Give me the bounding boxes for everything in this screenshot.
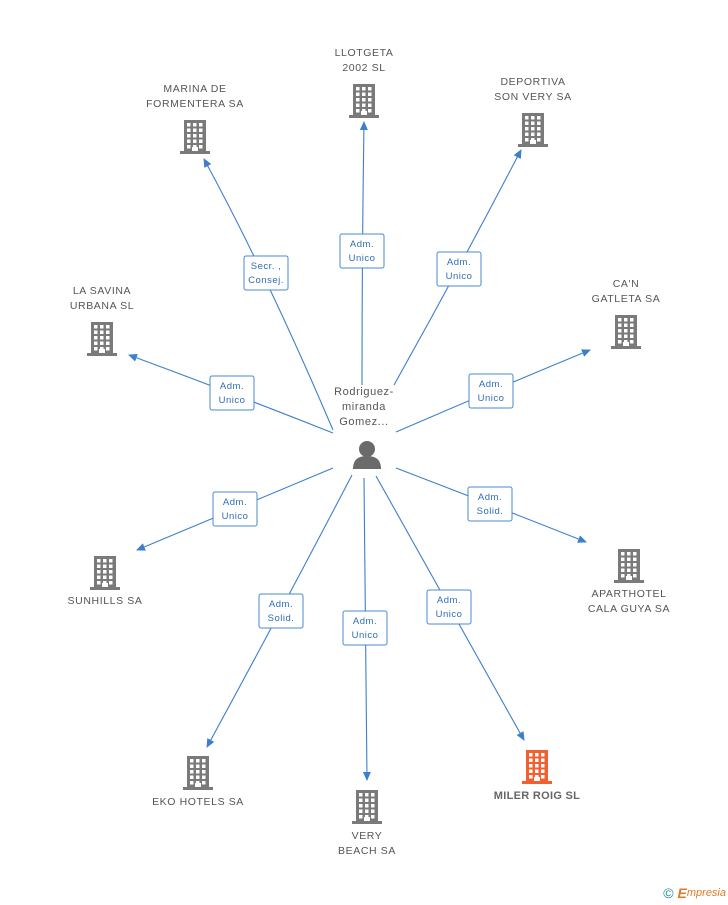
edge-llotgeta: Adm. Unico [339, 121, 385, 386]
brand-logo-initial: E [677, 885, 687, 901]
edge-miler: Adm. Unico [375, 475, 525, 741]
edge-label-box [342, 610, 388, 646]
edge-sunhills: Adm. Unico [136, 467, 334, 551]
edge-label-lasavina[interactable]: Adm. Unico [209, 375, 255, 411]
company-node-canGatleta[interactable]: CA'N GATLETA SA [592, 278, 661, 349]
edge-label-text: Adm. [220, 381, 244, 392]
edge-label-text: Unico [446, 271, 473, 282]
edge-canGatleta: Adm. Unico [395, 349, 591, 433]
edge-label-eko[interactable]: Adm. Solid. [258, 593, 304, 629]
edge-label-text: Unico [349, 253, 376, 264]
edge-label-llotgeta[interactable]: Adm. Unico [339, 233, 385, 269]
edge-label-very[interactable]: Adm. Unico [342, 610, 388, 646]
company-node-llotgeta[interactable]: LLOTGETA 2002 SL [335, 47, 394, 118]
building-icon [352, 790, 382, 824]
building-icon [349, 84, 379, 118]
edge-label-text: Adm. [479, 379, 503, 390]
edge-label-text: Adm. [437, 595, 461, 606]
edge-label-text: Adm. [447, 257, 471, 268]
company-node-miler[interactable]: MILER ROIG SL [494, 750, 580, 802]
company-label-very: VERY [352, 830, 383, 842]
copyright-icon: © [663, 885, 674, 901]
edge-very: Adm. Unico [342, 477, 388, 781]
company-label-miler: MILER ROIG SL [494, 790, 580, 802]
company-label-marina: MARINA DE [163, 83, 226, 95]
company-node-eko[interactable]: EKO HOTELS SA [152, 756, 244, 808]
edge-label-text: Unico [219, 395, 246, 406]
building-icon [611, 315, 641, 349]
edge-eko: Adm. Solid. [206, 474, 353, 748]
company-label-lasavina: URBANA SL [70, 300, 134, 312]
building-icon [180, 120, 210, 154]
building-icon [614, 549, 644, 583]
edge-label-miler[interactable]: Adm. Unico [426, 589, 472, 625]
edge-label-text: Adm. [478, 492, 502, 503]
company-node-very[interactable]: VERY BEACH SA [338, 790, 396, 857]
building-icon [522, 750, 552, 784]
edge-label-box [467, 486, 513, 522]
edge-label-box [426, 589, 472, 625]
edge-label-box [258, 593, 304, 629]
edge-label-text: Solid. [477, 506, 504, 517]
edge-label-text: Unico [478, 393, 505, 404]
edge-label-sunhills[interactable]: Adm. Unico [212, 491, 258, 527]
company-label-very: BEACH SA [338, 845, 396, 857]
building-icon [518, 113, 548, 147]
edge-label-deportiva[interactable]: Adm. Unico [436, 251, 482, 287]
edge-label-box [212, 491, 258, 527]
company-node-sunhills[interactable]: SUNHILLS SA [68, 556, 143, 607]
edge-label-text: Adm. [223, 497, 247, 508]
edge-label-aparthotel[interactable]: Adm. Solid. [467, 486, 513, 522]
person-icon [353, 441, 381, 469]
company-label-llotgeta: 2002 SL [342, 62, 385, 74]
edge-label-box [243, 255, 289, 291]
edge-label-box [468, 373, 514, 409]
company-label-marina: FORMENTERA SA [146, 98, 244, 110]
company-node-deportiva[interactable]: DEPORTIVA SON VERY SA [494, 76, 571, 147]
company-node-marina[interactable]: MARINA DE FORMENTERA SA [146, 83, 244, 154]
edge-label-marina[interactable]: Secr. , Consej. [243, 255, 289, 291]
edge-aparthotel: Adm. Solid. [395, 467, 587, 543]
company-label-aparthotel: CALA GUYA SA [588, 603, 670, 615]
edge-label-text: Unico [222, 511, 249, 522]
company-label-llotgeta: LLOTGETA [335, 47, 394, 59]
edge-label-text: Adm. [269, 599, 293, 610]
edge-lasavina: Adm. Unico [128, 354, 334, 434]
edge-label-box [209, 375, 255, 411]
edge-label-canGatleta[interactable]: Adm. Unico [468, 373, 514, 409]
company-label-deportiva: SON VERY SA [494, 91, 571, 103]
edge-label-text: Adm. [353, 616, 377, 627]
company-node-lasavina[interactable]: LA SAVINA URBANA SL [70, 285, 134, 356]
nodes-layer: MARINA DE FORMENTERA SA LLOTGETA 2002 SL DEP… [68, 47, 670, 857]
edge-label-text: Secr. , [251, 261, 281, 272]
company-label-lasavina: LA SAVINA [73, 285, 131, 297]
company-label-aparthotel: APARTHOTEL [591, 588, 666, 600]
brand-logo-text: mpresia [686, 887, 726, 899]
company-label-deportiva: DEPORTIVA [500, 76, 565, 88]
company-label-eko: EKO HOTELS SA [152, 796, 244, 808]
edge-label-text: Unico [352, 630, 379, 641]
company-label-canGatleta: GATLETA SA [592, 293, 661, 305]
edge-label-text: Adm. [350, 239, 374, 250]
edge-label-text: Unico [436, 609, 463, 620]
company-node-aparthotel[interactable]: APARTHOTEL CALA GUYA SA [588, 549, 670, 615]
edge-label-box [436, 251, 482, 287]
edge-label-box [339, 233, 385, 269]
company-label-canGatleta: CA'N [613, 278, 640, 290]
company-label-sunhills: SUNHILLS SA [68, 595, 143, 607]
building-icon [90, 556, 120, 590]
edge-label-text: Solid. [268, 613, 295, 624]
edge-label-text: Consej. [248, 275, 284, 286]
edge-marina: Secr. , Consej. [203, 158, 334, 431]
edge-deportiva: Adm. Unico [393, 149, 522, 386]
building-icon [87, 322, 117, 356]
building-icon [183, 756, 213, 790]
